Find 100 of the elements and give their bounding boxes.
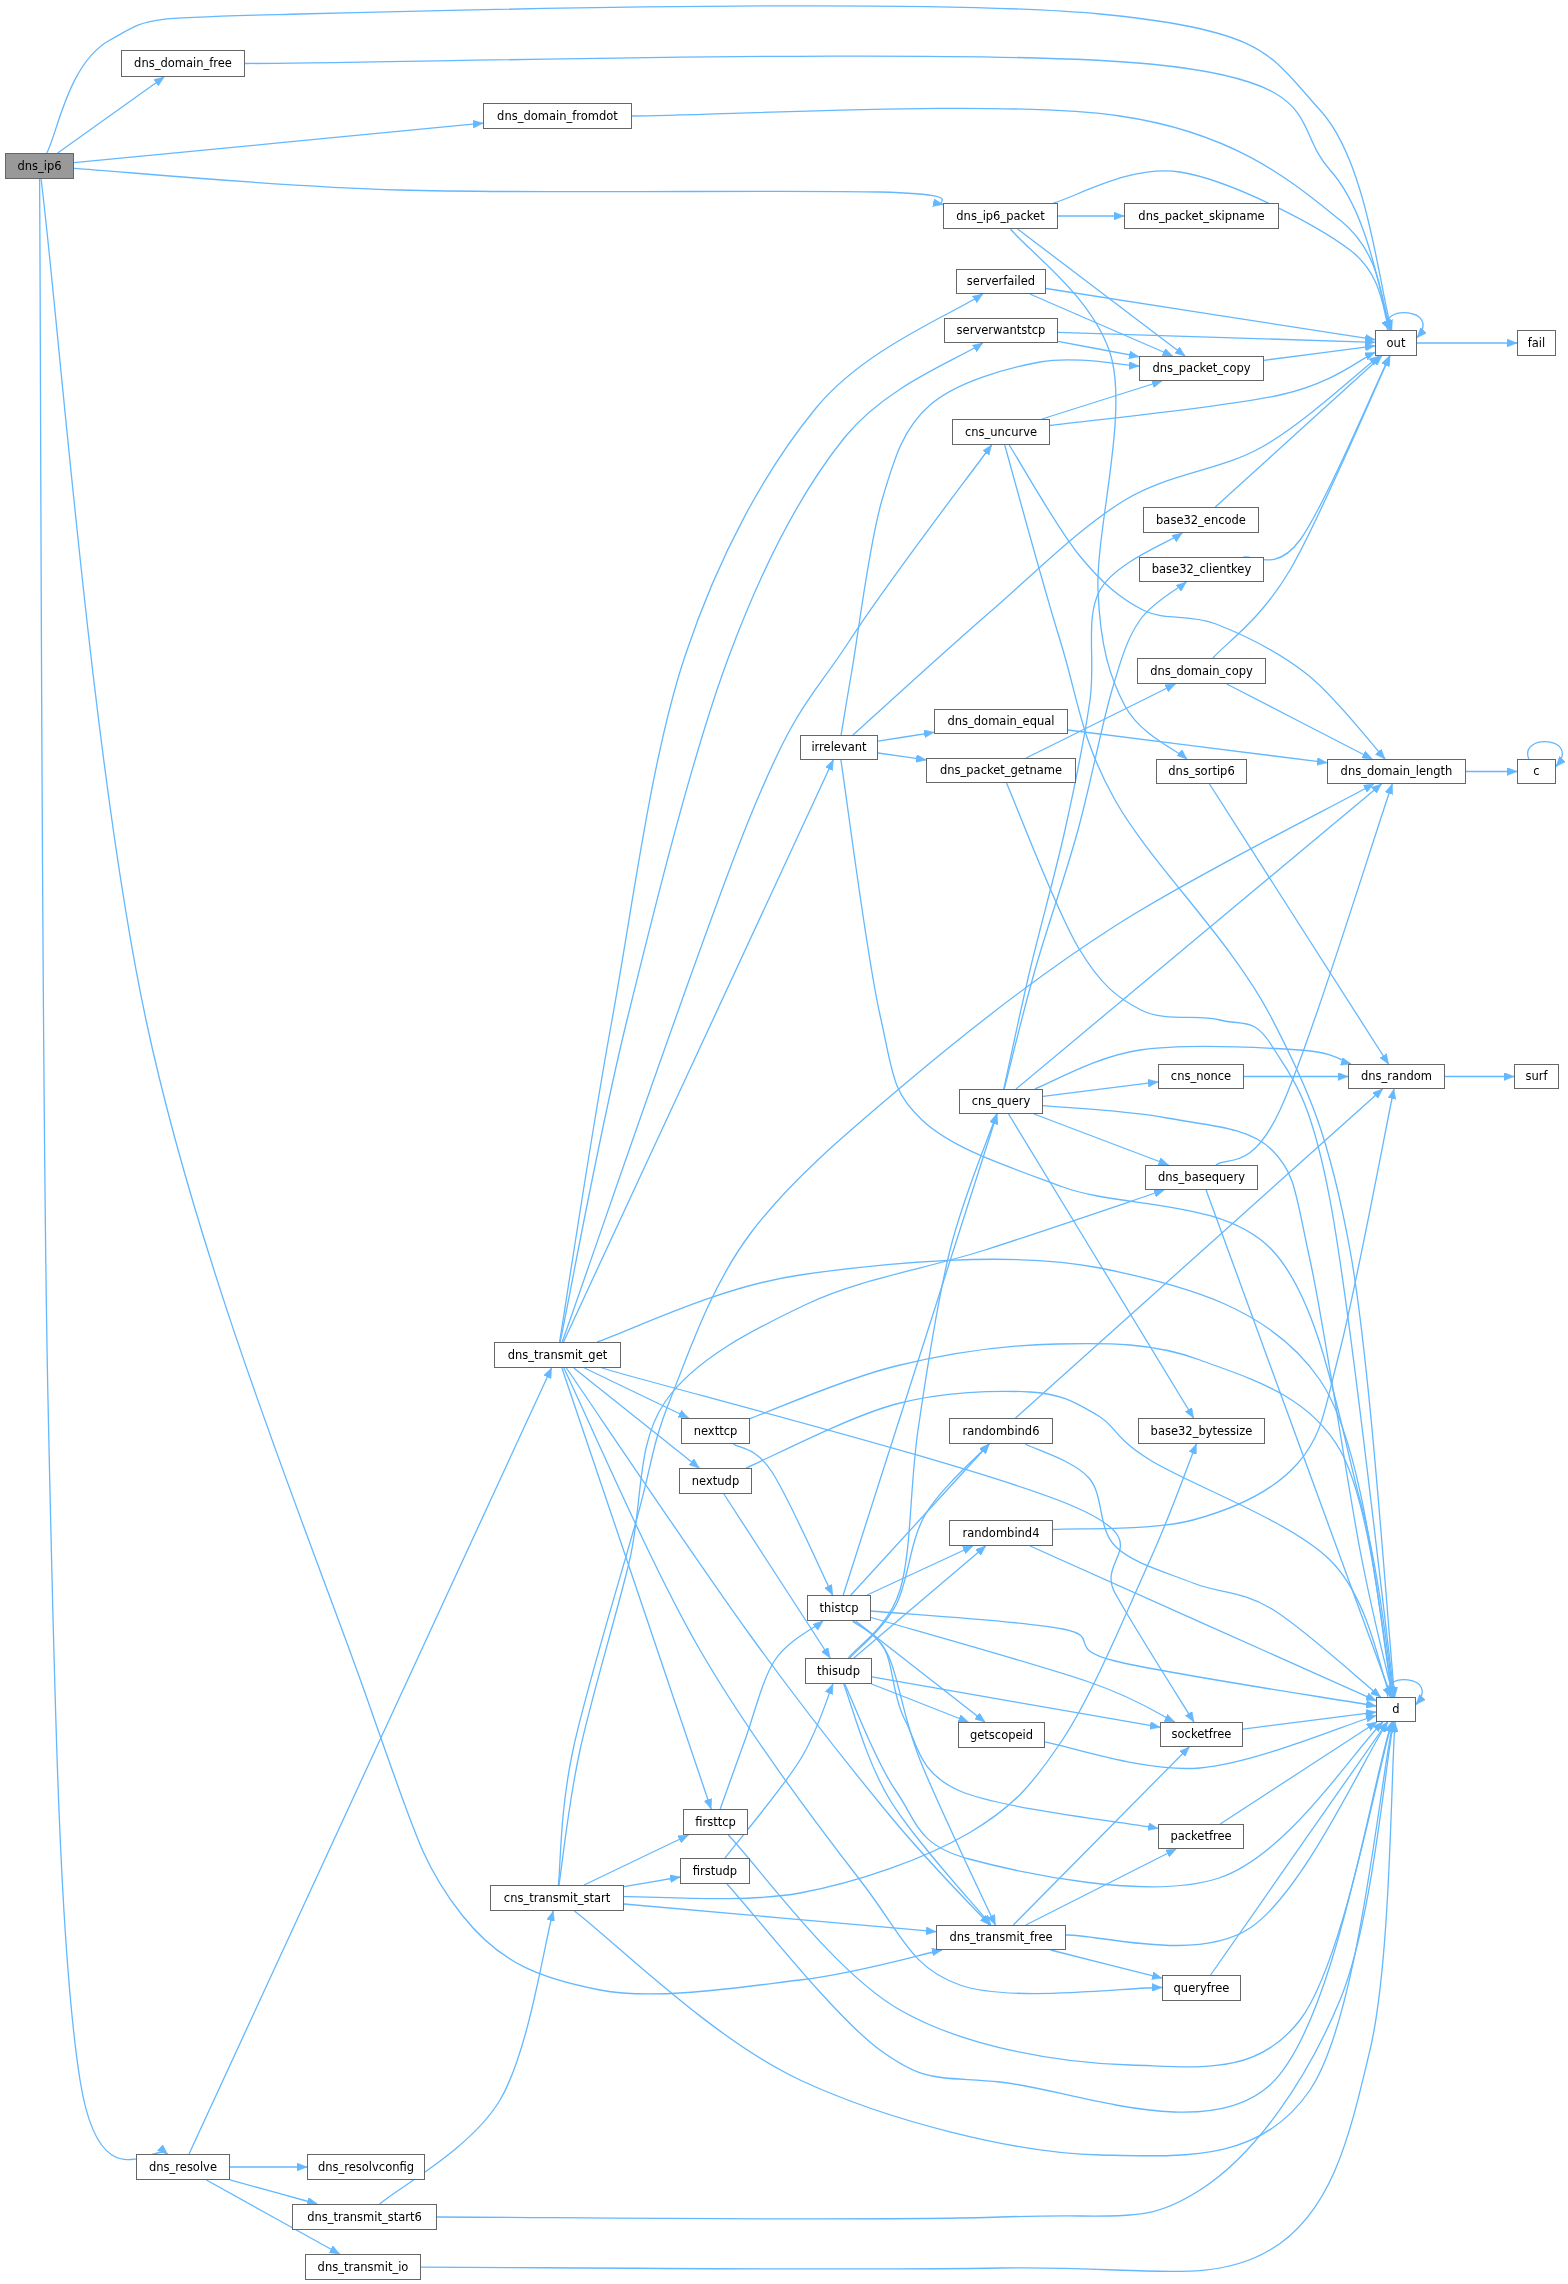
function-name: dns_domain_length: [1340, 765, 1453, 778]
function-name: surf: [1525, 1070, 1548, 1083]
function-name: dns_domain_free: [134, 57, 232, 70]
call-arrow: [854, 1620, 986, 1723]
call-arrow: [583, 1834, 690, 1886]
call-arrow: [1008, 444, 1386, 760]
call-arrow: [1005, 782, 1398, 1698]
function-name: nextudp: [691, 1474, 740, 1488]
call-arrow: [1007, 1113, 1195, 1419]
function-box: [292, 2204, 437, 2230]
function-name: firstudp: [692, 1864, 738, 1878]
call-arrow: [1024, 1443, 1382, 1698]
call-arrow: [1045, 287, 1376, 343]
call-arrow: [852, 355, 1380, 736]
call-arrow: [852, 1620, 1159, 1831]
function-box: [949, 1520, 1053, 1546]
call-arrow: [244, 55, 1392, 331]
call-arrow: [1041, 379, 1163, 420]
call-arrow: [732, 1443, 834, 1596]
function-name: randombind6: [962, 1424, 1040, 1438]
call-arrow: [188, 1367, 553, 2155]
call-arrow: [1049, 1949, 1163, 1980]
function-name: base32_encode: [1156, 513, 1246, 527]
function-name: cns_uncurve: [964, 425, 1038, 439]
function-box: [944, 318, 1058, 343]
function-name: randombind4: [962, 1526, 1040, 1540]
call-arrow: [870, 1616, 1176, 1723]
call-arrow: [40, 178, 943, 1995]
call-arrow: [573, 1367, 700, 1469]
call-arrow: [840, 359, 1140, 736]
function-name: dns_ip6_packet: [956, 209, 1045, 223]
function-box: [949, 1418, 1053, 1444]
function-box: [307, 2154, 425, 2180]
function-name: cns_transmit_start: [503, 1891, 611, 1905]
function-box: [1138, 1418, 1265, 1444]
call-arrow: [1057, 340, 1140, 359]
function-name: dns_domain_fromdot: [497, 109, 618, 123]
function-name: out: [1386, 336, 1406, 350]
call-arrow: [562, 759, 834, 1343]
function-box: [805, 1658, 872, 1684]
function-name: dns_transmit_io: [317, 2260, 409, 2274]
function-box: [5, 153, 74, 179]
function-box: [1156, 759, 1247, 784]
function-box: [1375, 330, 1417, 356]
function-box: [807, 1595, 871, 1621]
function-name: thistcp: [819, 1601, 859, 1615]
function-name: getscopeid: [969, 1728, 1034, 1742]
call-arrow: [866, 1545, 974, 1596]
call-arrow: [724, 1683, 834, 1859]
call-arrow: [870, 1610, 1377, 1709]
function-box: [136, 2154, 230, 2180]
call-arrow: [1042, 1078, 1159, 1097]
call-arrow: [877, 752, 927, 763]
call-arrow: [557, 783, 1375, 1886]
function-box: [800, 735, 878, 760]
call-arrow: [1212, 355, 1391, 659]
function-box: [952, 419, 1050, 445]
call-arrow: [1029, 293, 1174, 357]
call-arrow: [851, 1620, 996, 1926]
call-arrow: [1243, 1072, 1349, 1081]
function-name: serverwantstcp: [956, 324, 1046, 337]
function-name: dns_transmit_start6: [307, 2210, 422, 2224]
call-arrow: [601, 1367, 1195, 1723]
function-box: [1327, 759, 1466, 784]
function-name: dns_ip6: [17, 159, 62, 173]
function-box: [1517, 759, 1556, 784]
function-name: dns_transmit_free: [949, 1931, 1053, 1944]
call-arrow: [1052, 1088, 1397, 1531]
function-name: nexttcp: [693, 1424, 738, 1438]
call-arrow: [1205, 1189, 1393, 1698]
call-arrow: [623, 1903, 937, 1936]
call-arrow: [1012, 1746, 1190, 1926]
call-arrow: [205, 2179, 341, 2255]
function-name: d: [1392, 1703, 1400, 1716]
function-box: [1158, 1064, 1244, 1089]
function-box: [1160, 1722, 1243, 1747]
call-arrow: [229, 2162, 308, 2172]
call-arrow: [1226, 683, 1373, 760]
call-arrow: [1208, 783, 1390, 1065]
function-name: firsttcp: [695, 1815, 736, 1829]
function-name: c: [1533, 765, 1540, 778]
call-arrow: [558, 1189, 1165, 1886]
call-arrow: [1015, 783, 1383, 1090]
call-arrow: [565, 1367, 991, 1926]
call-arrow: [378, 1910, 555, 2205]
function-name: dns_sortip6: [1168, 765, 1235, 778]
call-arrow: [73, 167, 944, 206]
function-name: packetfree: [1170, 1830, 1232, 1843]
function-box: [680, 1858, 750, 1884]
call-arrow: [1444, 1072, 1515, 1081]
call-arrow: [1067, 729, 1328, 766]
function-name: dns_transmit_get: [507, 1348, 608, 1362]
function-name: dns_domain_copy: [1150, 664, 1253, 678]
function-box: [1348, 1064, 1445, 1089]
call-arrow: [1385, 312, 1427, 339]
function-box: [1143, 507, 1259, 533]
call-arrow: [1057, 331, 1376, 347]
call-arrow: [73, 119, 484, 164]
call-arrow: [1416, 338, 1518, 348]
function-box: [956, 269, 1046, 294]
